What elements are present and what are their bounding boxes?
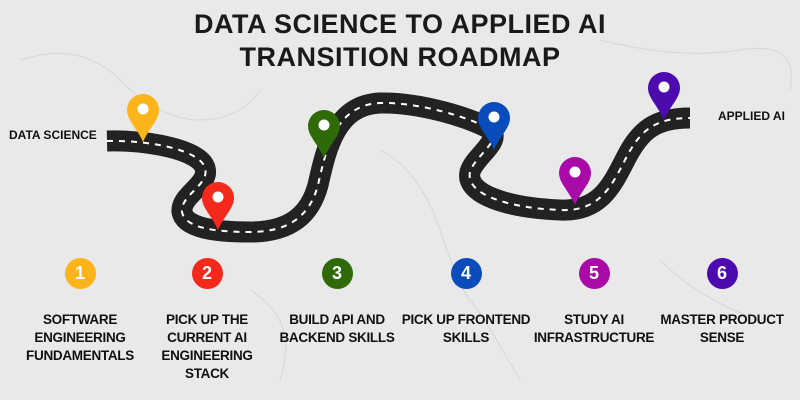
map-pin-icon bbox=[127, 94, 159, 142]
step-number-badge: 6 bbox=[706, 258, 738, 289]
step-label: MASTER PRODUCT SENSE bbox=[660, 312, 784, 345]
map-pin-icon bbox=[478, 102, 510, 150]
map-pin-icon bbox=[308, 110, 340, 158]
start-label: DATA SCIENCE bbox=[9, 128, 97, 142]
step-label: BUILD API AND BACKEND SKILLS bbox=[279, 312, 395, 345]
step-number-badge: 1 bbox=[64, 258, 96, 289]
step-number-badge: 4 bbox=[450, 258, 482, 289]
map-pin-icon bbox=[202, 182, 234, 230]
step-number-badge: 5 bbox=[578, 258, 610, 289]
title-line-1: DATA SCIENCE TO APPLIED AI bbox=[193, 9, 607, 39]
step-number-badge: 3 bbox=[321, 258, 353, 289]
end-label: APPLIED AI bbox=[718, 109, 785, 123]
step-label: PICK UP FRONTEND SKILLS bbox=[401, 312, 531, 345]
step-label: STUDY AI INFRASTRUCTURE bbox=[533, 312, 655, 345]
step-label: SOFTWARE ENGINEERING FUNDAMENTALS bbox=[26, 312, 134, 363]
map-pin-icon bbox=[648, 72, 680, 120]
map-pin-icon bbox=[559, 157, 591, 205]
title-line-2: TRANSITION ROADMAP bbox=[239, 42, 561, 72]
step-number-badge: 2 bbox=[191, 258, 223, 289]
page-title: DATA SCIENCE TO APPLIED AI TRANSITION RO… bbox=[0, 8, 800, 74]
step-label: PICK UP THE CURRENT AI ENGINEERING STACK bbox=[161, 312, 253, 381]
